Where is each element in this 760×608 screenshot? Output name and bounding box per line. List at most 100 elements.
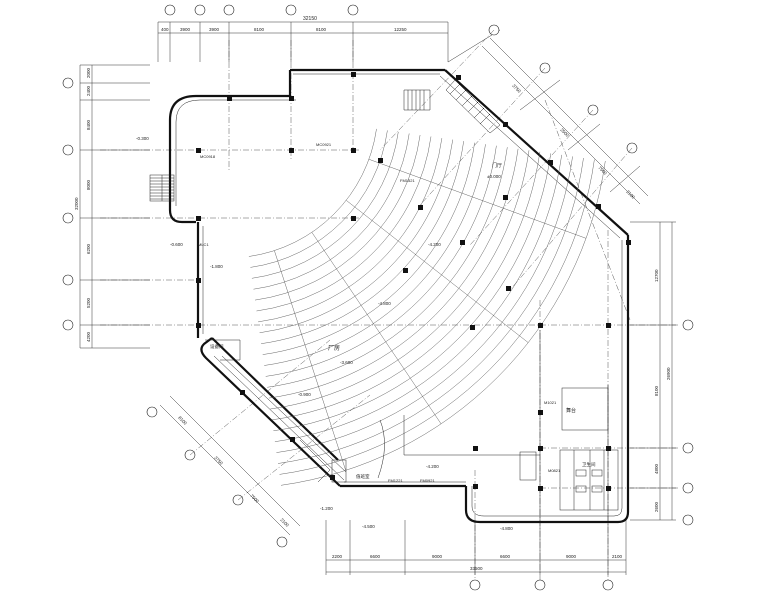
door-tag-8: FM1521: [400, 178, 415, 183]
door-tag-2: MC0921: [316, 142, 332, 147]
room-label-duty: 值班室: [356, 473, 370, 480]
left-dim-2: 2400: [86, 85, 91, 96]
auditorium-seating: [248, 128, 606, 486]
bottom-dim-2: 6600: [370, 554, 381, 559]
elev-11: -1.200: [320, 506, 333, 511]
stair-top: [403, 79, 501, 134]
room-label-equipment: 设备间: [210, 343, 224, 350]
right-axis-bubbles: [682, 319, 694, 526]
seat-row: [254, 134, 421, 301]
top-dim-6: 12250: [394, 27, 407, 32]
lower-diag-dim-1: 8100: [177, 415, 188, 426]
seat-row: [276, 156, 573, 453]
room-label-hall: 厂房: [328, 344, 340, 352]
top-dim-2: 3900: [180, 27, 191, 32]
seat-row: [264, 144, 486, 366]
right-dim-3: 4800: [654, 463, 659, 474]
seat-row: [248, 128, 377, 257]
lower-diag-dim-2: 3750: [213, 455, 224, 466]
elev-8: ±0.000: [487, 174, 501, 179]
room-label-toilet: 卫生间: [582, 461, 596, 468]
stair-left: [149, 174, 175, 202]
diag-dim-3: 7500: [597, 165, 608, 176]
seat-row: [277, 157, 584, 464]
seat-row: [274, 154, 562, 442]
elev-4: -3.600: [340, 360, 353, 365]
seat-row: [268, 148, 519, 399]
bottom-dim-1: 2200: [332, 554, 343, 559]
top-dim-4: 8100: [254, 27, 265, 32]
left-total-dim: 32000: [74, 197, 79, 210]
door-tag-7: MLC1: [198, 242, 209, 247]
left-dim-5: 6200: [86, 243, 91, 254]
right-dim-1: 12700: [654, 269, 659, 282]
left-axis-bubbles: [62, 77, 74, 331]
room-label-lobby: 门厅: [492, 162, 502, 169]
seat-row: [259, 139, 454, 334]
building-outline: [168, 68, 630, 524]
elev-3: -4.200: [428, 242, 441, 247]
left-dim-1: 2000: [86, 67, 91, 78]
left-dim-7: 4200: [86, 331, 91, 342]
seat-aisle: [274, 250, 346, 471]
elev-6: -4.200: [426, 464, 439, 469]
top-dim-3: 3900: [209, 27, 220, 32]
bottom-dim-5: 9000: [566, 554, 577, 559]
seat-row: [273, 153, 552, 432]
top-total-dim: 32150: [303, 16, 317, 22]
bottom-total-dim: 33500: [470, 566, 483, 571]
left-dim-4: 8000: [86, 179, 91, 190]
top-dim-1: 400: [161, 27, 169, 32]
seat-aisle: [346, 200, 529, 343]
bottom-note: -4.800: [500, 526, 513, 531]
seat-row: [271, 151, 541, 421]
right-total-dim: 26900: [666, 367, 671, 380]
bottom-axis-bubbles: [469, 579, 614, 591]
door-tag-5: M1021: [544, 400, 557, 405]
stage-platform: [377, 415, 540, 479]
seat-row: [279, 159, 595, 475]
elev-10: -0.900: [298, 392, 311, 397]
elev-5: -1.800: [210, 264, 223, 269]
diagonal-dimension-upper: [447, 24, 649, 205]
top-axis-bubbles: [164, 4, 359, 16]
diag-dim-1: 3750: [511, 83, 522, 94]
seat-aisle: [368, 159, 587, 239]
diag-dim-4: 2100: [625, 189, 636, 200]
bottom-dim-4: 6600: [500, 554, 511, 559]
door-tag-6: M0821: [548, 468, 561, 473]
elev-2: -4.800: [378, 301, 391, 306]
elev-9: -0.600: [170, 242, 183, 247]
lower-left-rooms: [205, 339, 347, 483]
seat-row: [265, 145, 497, 377]
lower-diag-dim-3: 7500: [249, 493, 260, 504]
structural-columns: [196, 72, 631, 491]
seat-row: [262, 142, 475, 355]
seat-aisle: [311, 232, 442, 425]
top-dim-5: 8100: [316, 27, 327, 32]
seat-row: [270, 150, 530, 410]
right-dim-4: 2600: [654, 501, 659, 512]
left-dim-6: 5200: [86, 297, 91, 308]
door-tag-4: FM0921: [420, 478, 435, 483]
bottom-dim-6: 2100: [612, 554, 623, 559]
seat-row: [251, 131, 399, 279]
seat-row: [258, 138, 443, 323]
right-dim-2: 8100: [654, 385, 659, 396]
seat-row: [256, 136, 432, 312]
elev-7: -4.500: [362, 524, 375, 529]
seat-row: [250, 130, 388, 268]
room-label-stage: 舞台: [566, 407, 576, 414]
lower-diag-dim-4: 2100: [279, 517, 290, 528]
seat-row: [280, 160, 606, 486]
door-tag-3: FM1221: [388, 478, 403, 483]
elev-1: -0.300: [136, 136, 149, 141]
right-rooms: [519, 330, 619, 520]
left-dim-3: 8400: [86, 119, 91, 130]
diag-dim-2: 2500: [559, 127, 570, 138]
seat-row: [261, 141, 464, 344]
seat-row: [253, 133, 410, 290]
door-tag-1: MC0918: [200, 154, 216, 159]
bottom-dim-3: 9000: [432, 554, 443, 559]
